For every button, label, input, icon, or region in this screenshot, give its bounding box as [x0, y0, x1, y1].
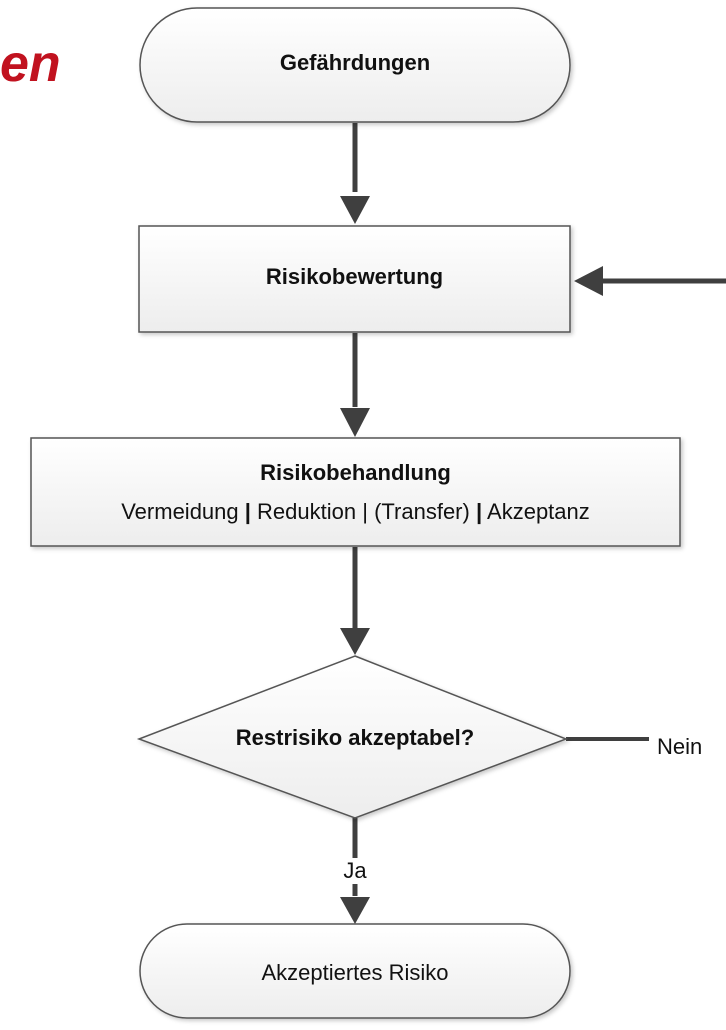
arrowhead-assessment-to-treatment: [340, 408, 370, 437]
process-risk-assessment: [138, 225, 571, 333]
risk-treatment-label: Risikobehandlung: [260, 460, 451, 485]
arrowhead-treatment-to-decision: [340, 628, 370, 655]
arrowhead-decision-to-accepted: [340, 897, 370, 924]
treatment-separator: |: [475, 499, 483, 524]
end-terminal-accepted-risk: [139, 923, 571, 1019]
treatment-options-line: Vermeidung | Reduktion | (Transfer) | Ak…: [31, 497, 680, 527]
treatment-option-reduce: Reduktion: [257, 499, 357, 524]
start-terminal-hazards: [139, 7, 571, 123]
treatment-separator: |: [244, 499, 251, 524]
treatment-option-accept: Akzeptanz: [487, 499, 590, 524]
treatment-separator: |: [362, 499, 368, 524]
decision-residual-risk: [136, 655, 569, 819]
decision-label: Restrisiko akzeptabel?: [235, 725, 475, 750]
treatment-option-transfer: (Transfer): [374, 499, 470, 524]
brand-logo-fragment: en: [0, 35, 61, 93]
treatment-option-avoid: Vermeidung: [121, 499, 239, 524]
accepted-risk-label: Akzeptiertes Risiko: [261, 960, 449, 985]
process-risk-treatment: [30, 437, 681, 547]
arrowhead-hazards-to-assessment: [340, 196, 370, 224]
risk-assessment-label: Risikobewertung: [265, 264, 444, 289]
arrowhead-feedback-to-assessment: [574, 266, 603, 296]
no-edge-label: Nein: [657, 734, 703, 759]
hazards-label: Gefährdungen: [279, 50, 431, 75]
yes-edge-label: Ja: [325, 858, 385, 884]
